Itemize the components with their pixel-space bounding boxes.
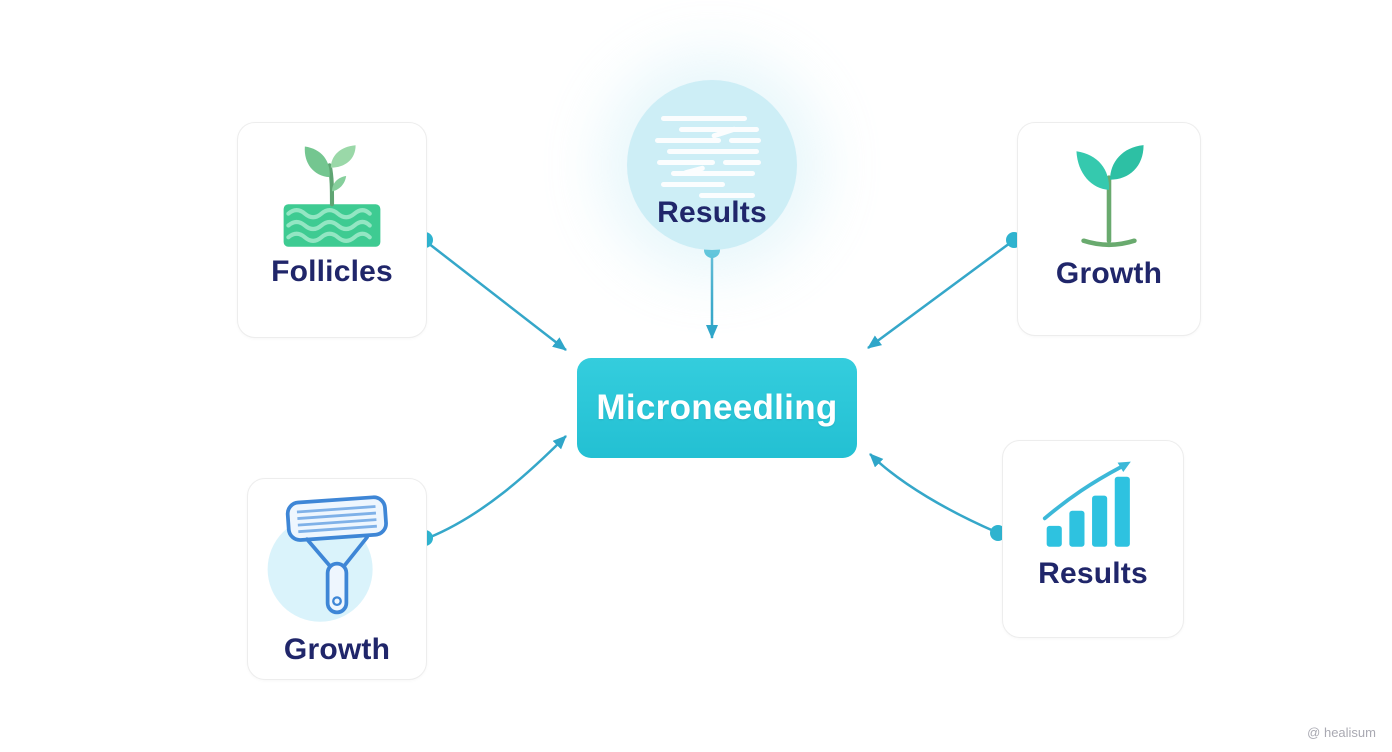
watermark: @ healisum — [1307, 725, 1376, 740]
arrow-growth-top-to-center — [867, 241, 1011, 350]
node-growth-top: Growth — [1017, 122, 1201, 336]
node-label-results-bottom: Results — [1038, 557, 1148, 590]
node-label-follicles: Follicles — [271, 255, 393, 288]
node-results-bottom: Results — [1002, 440, 1184, 638]
node-results-top — [627, 80, 797, 250]
node-follicles: Follicles — [237, 122, 427, 338]
arrow-growth-bottom-to-center — [427, 435, 567, 540]
center-node-microneedling: Microneedling — [577, 358, 857, 458]
center-node-label: Microneedling — [596, 388, 838, 427]
node-label-growth-bottom: Growth — [283, 633, 391, 666]
derma-roller-icon — [262, 483, 412, 633]
scalp-lines-icon — [655, 116, 761, 198]
arrow-follicles-to-center — [427, 242, 567, 351]
node-label-results-top: Results — [657, 196, 767, 229]
arrow-results-bottom-to-center — [869, 453, 997, 534]
sprout-soil-icon — [273, 137, 391, 255]
node-growth-bottom: Growth — [247, 478, 427, 680]
bar-chart-icon — [1041, 457, 1145, 557]
plant-icon — [1050, 135, 1168, 257]
node-label-growth-top: Growth — [1055, 257, 1163, 290]
